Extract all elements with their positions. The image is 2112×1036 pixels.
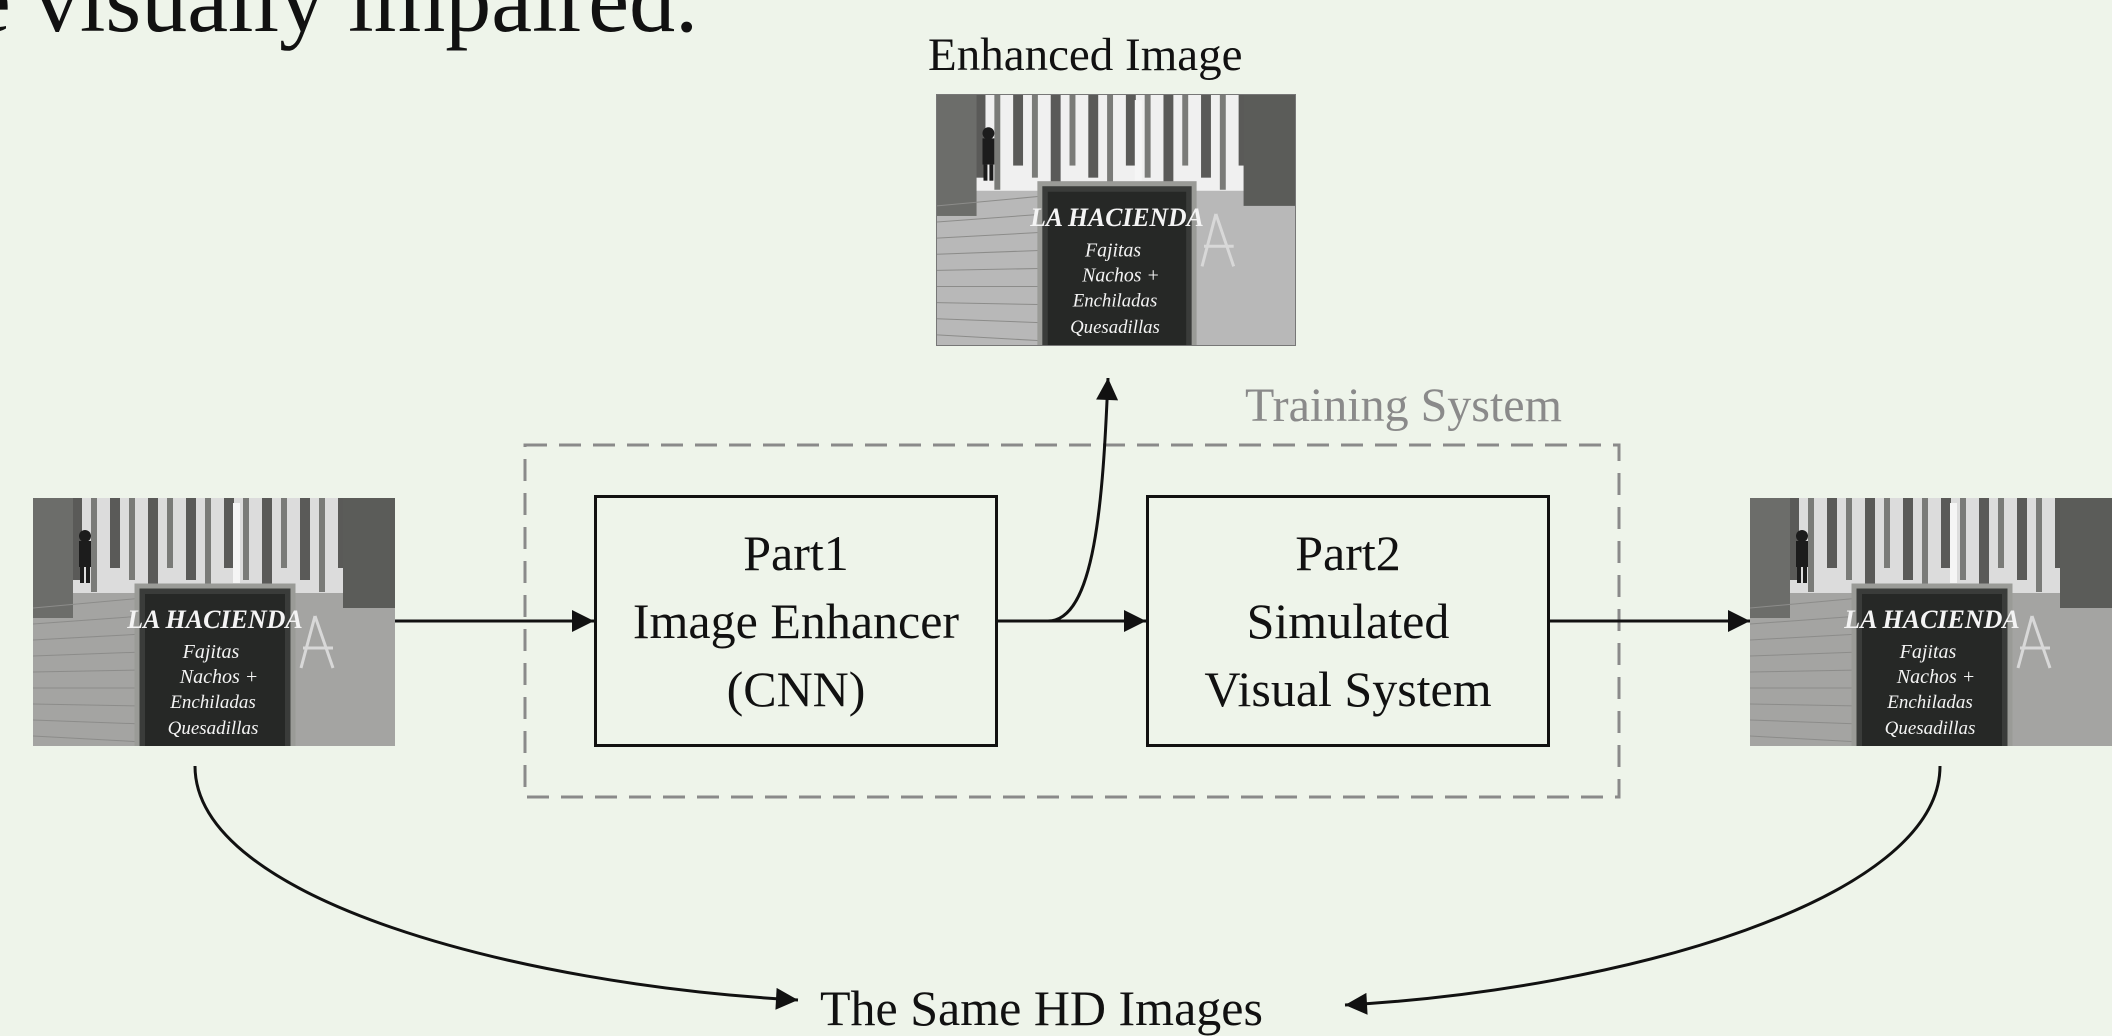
enhanced-image-label: Enhanced Image <box>928 29 1243 81</box>
arrow-output-to-same-hd-images <box>1344 765 1942 1015</box>
part1-method: (CNN) <box>726 661 866 717</box>
street-scene-image: LA HACIENDA Fajitas Nachos + Enchiladas … <box>1750 498 2112 746</box>
svg-text:Nachos +: Nachos + <box>1081 264 1160 286</box>
input-hd-photo: LA HACIENDA Fajitas Nachos + Enchiladas … <box>33 498 395 746</box>
part2-name-line1: Simulated <box>1246 593 1450 649</box>
svg-text:Enchiladas: Enchiladas <box>169 692 256 713</box>
part1-image-enhancer-box: Part1 Image Enhancer (CNN) <box>594 495 998 747</box>
svg-text:Enchiladas: Enchiladas <box>1072 291 1158 312</box>
svg-text:Enchiladas: Enchiladas <box>1886 692 1973 713</box>
arrow-input-to-same-hd-images <box>193 765 799 1010</box>
header-text-fragment: e visually impaired. <box>0 0 699 51</box>
street-scene-image: LA HACIENDA Fajitas Nachos + Enchiladas … <box>937 95 1295 345</box>
svg-text:Quesadillas: Quesadillas <box>1070 317 1160 338</box>
svg-text:Fajitas: Fajitas <box>1899 641 1957 663</box>
street-scene-image: LA HACIENDA Fajitas Nachos + Enchiladas … <box>33 498 395 746</box>
svg-text:Quesadillas: Quesadillas <box>1885 718 1976 739</box>
training-system-label: Training System <box>1245 379 1562 432</box>
svg-text:Nachos +: Nachos + <box>179 666 259 688</box>
svg-text:Quesadillas: Quesadillas <box>168 718 259 739</box>
enhanced-photo: LA HACIENDA Fajitas Nachos + Enchiladas … <box>936 94 1296 346</box>
svg-text:LA HACIENDA: LA HACIENDA <box>1029 203 1204 232</box>
svg-text:Fajitas: Fajitas <box>1084 239 1141 261</box>
svg-text:LA HACIENDA: LA HACIENDA <box>1843 605 2020 634</box>
arrow-part1-to-enhanced-image <box>1047 377 1119 623</box>
output-hd-photo: LA HACIENDA Fajitas Nachos + Enchiladas … <box>1750 498 2112 746</box>
svg-text:LA HACIENDA: LA HACIENDA <box>126 605 303 634</box>
part1-title: Part1 <box>743 525 849 581</box>
svg-text:Fajitas: Fajitas <box>182 641 240 663</box>
part2-simulated-visual-system-box: Part2 Simulated Visual System <box>1146 495 1550 747</box>
svg-text:Nachos +: Nachos + <box>1896 666 1976 688</box>
part2-title: Part2 <box>1295 525 1401 581</box>
part1-name: Image Enhancer <box>632 593 960 649</box>
same-hd-images-label: The Same HD Images <box>820 980 1263 1036</box>
part2-name-line2: Visual System <box>1204 661 1492 717</box>
